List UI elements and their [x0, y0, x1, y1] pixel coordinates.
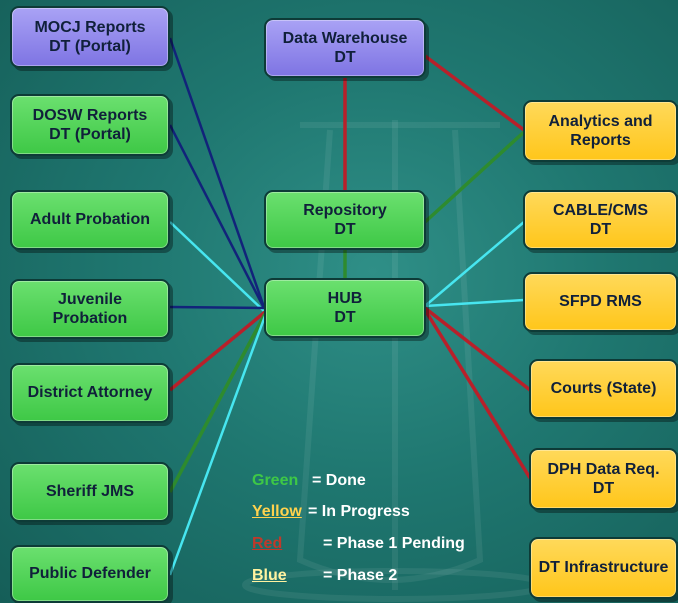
node-dt-infrastructure: DT Infrastructure: [529, 537, 678, 599]
legend-done-value: = Done: [312, 472, 366, 489]
node-analytics-reports: Analytics and Reports: [523, 100, 678, 162]
legend-in-progress-value: = In Progress: [308, 503, 410, 520]
link-warehouse-analytics: [423, 54, 526, 132]
legend-phase2-key: Blue: [252, 567, 287, 584]
node-sheriff-jms-label: Sheriff JMS: [45, 483, 134, 501]
node-data-warehouse-label: Data Warehouse DT: [282, 29, 408, 66]
link-district-attorney-hub: [168, 310, 267, 392]
legend-phase2-value: = Phase 2: [323, 567, 398, 584]
node-courts-state-label: Courts (State): [550, 380, 657, 398]
node-repository: Repository DT: [264, 190, 426, 250]
node-mocj-reports-label: MOCJ Reports DT (Portal): [34, 18, 146, 55]
legend-in-progress-key: Yellow: [252, 503, 302, 520]
node-dph-data-req-label: DPH Data Req. DT: [547, 460, 660, 497]
link-juvenile-probation-hub: [169, 305, 266, 310]
link-dosw-hub: [168, 124, 267, 311]
node-repository-label: Repository DT: [303, 201, 387, 238]
node-cable-cms: CABLE/CMS DT: [523, 190, 678, 250]
legend-phase1-pending-key: Red: [252, 535, 283, 552]
node-cable-cms-label: CABLE/CMS DT: [552, 201, 649, 238]
legend-phase1-pending-value: = Phase 1 Pending: [323, 535, 465, 552]
node-dosw-reports: DOSW Reports DT (Portal): [10, 94, 170, 156]
link-hub-cable: [424, 221, 525, 307]
node-mocj-reports: MOCJ Reports DT (Portal): [10, 6, 170, 68]
node-district-attorney-label: District Attorney: [27, 384, 153, 402]
node-public-defender-label: Public Defender: [29, 565, 151, 583]
node-dosw-reports-label: DOSW Reports DT (Portal): [32, 106, 148, 143]
link-hub-courts: [423, 306, 532, 392]
link-public-defender-hub: [168, 315, 267, 576]
link-adult-probation-hub: [169, 221, 266, 313]
node-adult-probation: Adult Probation: [10, 190, 170, 250]
node-courts-state: Courts (State): [529, 359, 678, 419]
node-hub-label: HUB DT: [327, 289, 363, 326]
node-juvenile-probation-label: Juvenile Probation: [52, 290, 128, 327]
node-adult-probation-label: Adult Probation: [30, 211, 150, 229]
link-hub-dph: [423, 309, 532, 479]
node-data-warehouse: Data Warehouse DT: [264, 18, 426, 78]
link-repository-analytics: [423, 130, 526, 224]
node-analytics-reports-label: Analytics and Reports: [548, 112, 653, 149]
link-mocj-hub: [168, 37, 267, 311]
node-district-attorney: District Attorney: [10, 363, 170, 423]
node-dt-infrastructure-label: DT Infrastructure: [538, 559, 669, 577]
node-sheriff-jms: Sheriff JMS: [10, 462, 170, 522]
node-sfpd-rms-label: SFPD RMS: [559, 293, 642, 311]
node-juvenile-probation: Juvenile Probation: [10, 279, 170, 339]
link-sheriff-jms-hub: [168, 313, 267, 493]
legend-done-key: Green: [252, 472, 299, 489]
node-sfpd-rms: SFPD RMS: [523, 272, 678, 332]
link-hub-sfpd: [424, 298, 525, 308]
node-public-defender: Public Defender: [10, 545, 170, 603]
node-dph-data-req: DPH Data Req. DT: [529, 448, 678, 510]
node-hub: HUB DT: [264, 278, 426, 338]
